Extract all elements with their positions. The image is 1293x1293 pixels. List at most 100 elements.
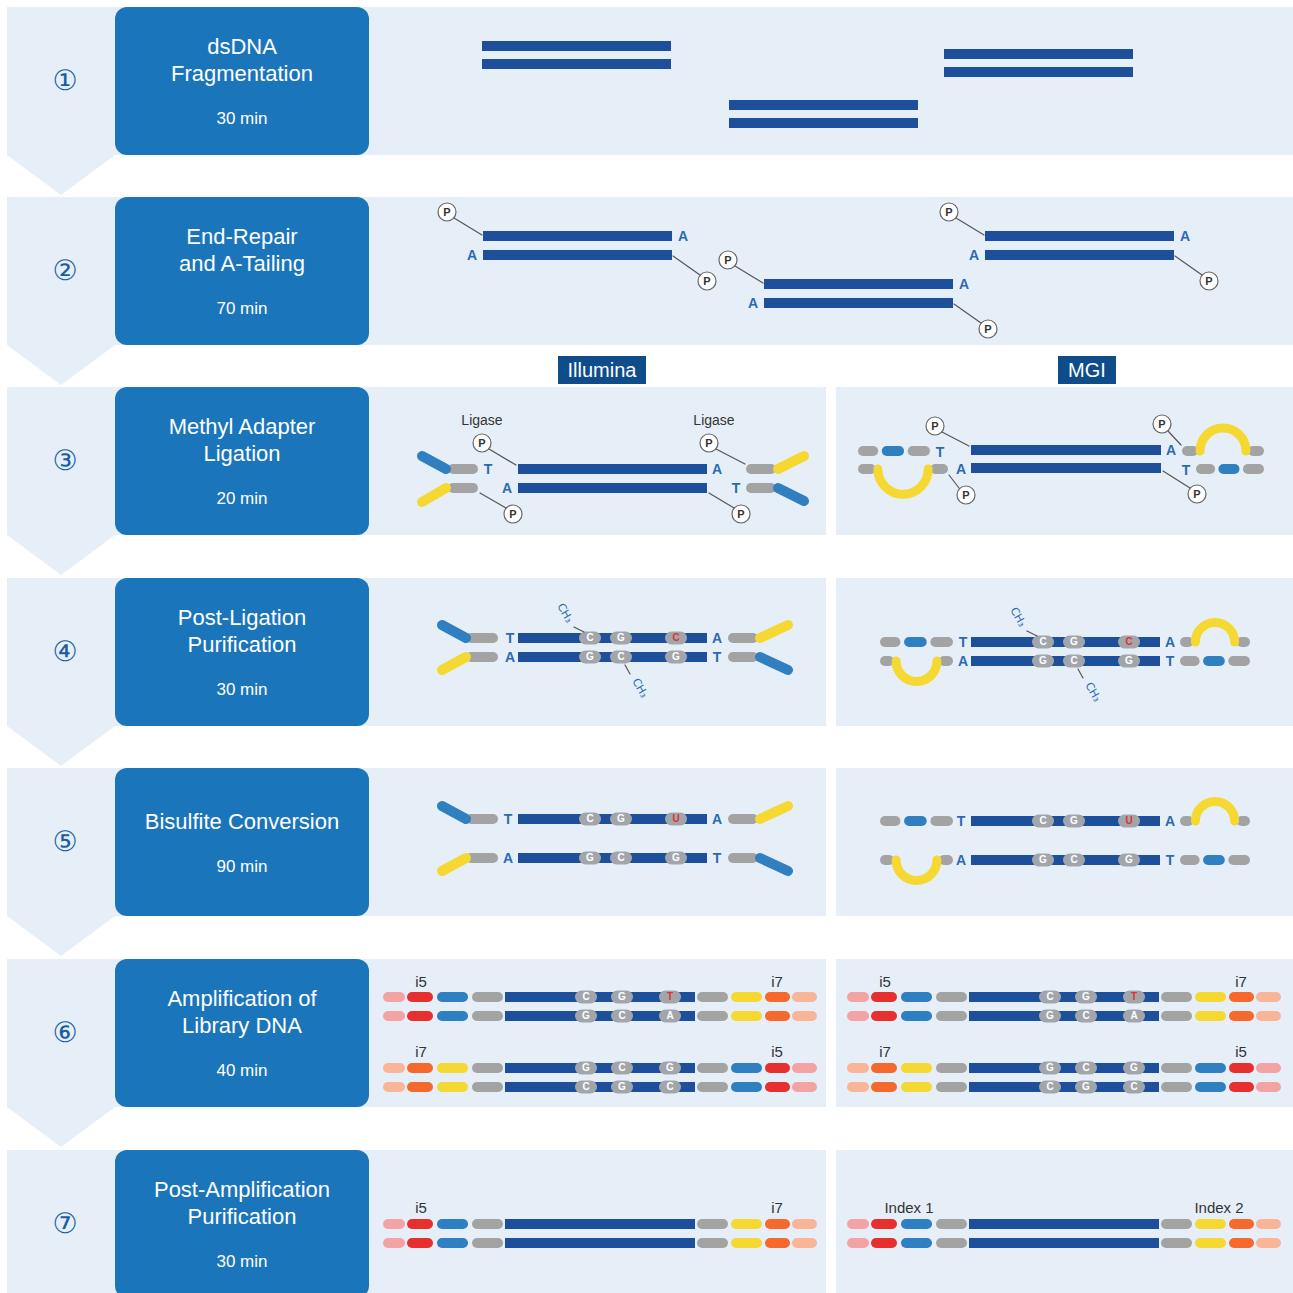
index-label: i5	[771, 1044, 783, 1059]
adapter-segment	[930, 816, 953, 826]
base-label: A	[467, 248, 477, 262]
step-number: ②	[52, 257, 77, 285]
base-pill	[1032, 815, 1054, 828]
index-label: i7	[415, 1044, 427, 1059]
phosphate-circle	[719, 251, 737, 269]
base-label: T	[957, 814, 966, 828]
base-label: G	[1125, 656, 1133, 666]
platform-header: Illumina	[557, 355, 648, 385]
step-title: dsDNA Fragmentation	[142, 33, 342, 87]
base-pill	[665, 813, 687, 826]
base-pill	[611, 1010, 633, 1023]
base-label: C	[672, 633, 679, 643]
base-pill	[1118, 815, 1140, 828]
base-pill	[610, 852, 632, 865]
adapter-segment	[383, 1011, 405, 1021]
step-band	[7, 578, 826, 726]
base-label: C	[1130, 1082, 1137, 1092]
leader-line	[1168, 431, 1181, 445]
base-label: A	[712, 812, 722, 826]
adapter-segment	[858, 464, 876, 474]
step-time: 40 min	[216, 1061, 267, 1081]
base-label: T	[936, 445, 945, 459]
step-time: 30 min	[216, 109, 267, 129]
base-pill	[611, 1062, 633, 1075]
dna-strand	[969, 1219, 1159, 1229]
adapter-segment	[697, 1219, 728, 1229]
hairpin-loop	[896, 661, 937, 681]
adapter-segment	[472, 1063, 503, 1073]
phosphate-circle	[1200, 272, 1218, 290]
adapter-segment	[728, 652, 758, 662]
base-label: G	[1039, 656, 1047, 666]
adapter-segment	[383, 1082, 405, 1092]
adapter-segment	[1229, 1063, 1254, 1073]
adapter-segment	[383, 1219, 405, 1229]
dna-strand	[505, 1238, 695, 1248]
adapter-segment	[407, 1219, 433, 1229]
adapter-segment	[901, 1082, 932, 1092]
phosphate-label: P	[509, 509, 516, 520]
adapter-segment	[1229, 1011, 1254, 1021]
base-label: C	[586, 814, 593, 824]
base-pill	[1039, 1062, 1061, 1075]
step-number: ①	[52, 67, 77, 95]
base-pill	[1063, 636, 1085, 649]
adapter-segment	[407, 1011, 433, 1021]
leader-line	[954, 304, 981, 323]
base-label: G	[1046, 1011, 1054, 1021]
adapter-segment	[936, 1011, 967, 1021]
base-label: A	[678, 229, 688, 243]
adapter-segment	[1161, 1238, 1192, 1248]
base-pill	[610, 651, 632, 664]
adapter-segment	[472, 1238, 503, 1248]
base-label: G	[1082, 992, 1090, 1002]
base-label: G	[586, 853, 594, 863]
adapter-segment	[882, 446, 904, 456]
step-time: 20 min	[216, 489, 267, 509]
step-title: Post-Ligation Purification	[142, 604, 342, 658]
adapter-segment	[930, 464, 948, 474]
base-label: A	[1165, 814, 1175, 828]
base-pill	[579, 651, 601, 664]
adapter-segment	[847, 1011, 869, 1021]
dna-strand	[944, 49, 1133, 59]
base-label: T	[1182, 463, 1191, 477]
phosphate-label: P	[1205, 276, 1212, 287]
step-band	[7, 7, 1293, 155]
base-label: G	[672, 853, 680, 863]
adapter-segment	[901, 992, 932, 1002]
flow-chevron	[7, 1107, 115, 1147]
adapter-segment	[437, 992, 468, 1002]
platform-header: MGI	[1057, 355, 1117, 385]
adapter-segment	[858, 446, 878, 456]
base-pill	[1118, 655, 1140, 668]
phosphate-circle	[957, 486, 975, 504]
index-label: i5	[415, 974, 427, 989]
enzyme-label: Ligase	[693, 413, 734, 427]
adapter-segment	[765, 992, 790, 1002]
dna-strand	[969, 1238, 1159, 1248]
base-pill	[575, 1010, 597, 1023]
leader-line	[574, 627, 584, 632]
base-pill	[1118, 636, 1140, 649]
base-label: G	[617, 814, 625, 824]
adapter-segment	[871, 1238, 897, 1248]
base-pill	[665, 852, 687, 865]
adapter-segment	[847, 992, 869, 1002]
platform-name: MGI	[1068, 358, 1106, 382]
index-label: Index 1	[884, 1200, 933, 1215]
adapter-segment	[1229, 1238, 1254, 1248]
step-box: Amplification of Library DNA40 min	[115, 959, 369, 1107]
flow-chevron	[7, 726, 115, 766]
base-label: T	[1166, 654, 1175, 668]
adapter-segment	[1256, 992, 1281, 1002]
base-label: C	[618, 1063, 625, 1073]
adapter-arm	[442, 806, 466, 819]
step-number: ④	[52, 638, 77, 666]
base-pill	[1123, 991, 1145, 1004]
base-label: C	[586, 633, 593, 643]
adapter-segment	[847, 1238, 869, 1248]
